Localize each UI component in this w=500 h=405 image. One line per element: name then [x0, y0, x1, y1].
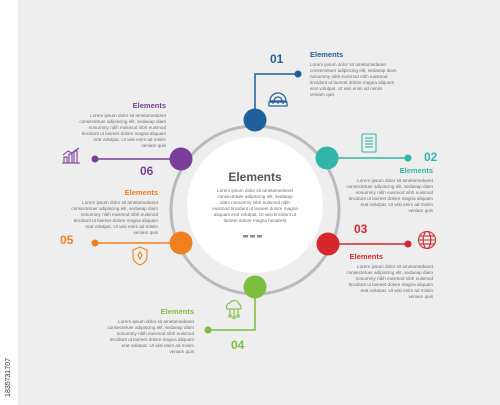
step-title-03: Elements	[349, 252, 383, 261]
step-number-06: 06	[140, 164, 154, 178]
connector-01	[254, 73, 298, 120]
node-01	[243, 108, 267, 132]
end-dot-02	[404, 154, 412, 162]
step-number-04: 04	[231, 338, 245, 352]
end-dot-03	[404, 240, 412, 248]
step-body-02: Lorem ipsum dolor sit ametamedanet conse…	[346, 178, 433, 214]
step-number-02: 02	[424, 150, 438, 164]
end-dot-04	[204, 326, 212, 334]
step-number-01: 01	[270, 52, 284, 66]
node-04	[243, 275, 267, 299]
step-body-01: Lorem ipsum dolor sit ametamedanet conse…	[310, 62, 397, 98]
center-disc	[187, 137, 323, 273]
node-06	[169, 147, 193, 171]
step-title-06: Elements	[132, 101, 166, 110]
center-title: Elements	[228, 170, 282, 184]
center-body: Lorem ipsum dolor sit ametamedanet conse…	[212, 188, 298, 224]
step-number-05: 05	[60, 233, 74, 247]
node-05	[169, 231, 193, 255]
end-dot-05	[91, 239, 99, 247]
node-02	[315, 146, 339, 170]
end-dot-01	[294, 70, 302, 78]
end-dot-06	[91, 155, 99, 163]
stock-id: 1835731707	[5, 358, 12, 397]
ruler-protractor-icon	[268, 92, 288, 107]
step-number-03: 03	[354, 222, 368, 236]
document-list-icon	[361, 133, 377, 153]
step-title-04-05: Elements	[124, 188, 158, 197]
step-title-02: Elements	[399, 166, 433, 175]
globe-icon	[417, 230, 437, 250]
step-body-03: Lorem ipsum dolor sit ametamedanet conse…	[346, 264, 433, 300]
shield-icon	[132, 246, 148, 266]
connector-04	[208, 287, 256, 331]
step-body-05: Lorem ipsum dolor sit ametamedanet conse…	[71, 200, 158, 236]
step-title-04: Elements	[160, 307, 194, 316]
center-dashes	[243, 235, 262, 238]
stock-strip: 1835731707	[0, 0, 18, 405]
bar-chart-icon	[62, 147, 80, 164]
step-body-04: Lorem ipsum dolor sit ametamedanet conse…	[107, 319, 194, 355]
connectors	[95, 73, 408, 331]
cloud-network-icon	[225, 300, 242, 320]
step-body-06: Lorem ipsum dolor sit ametamedanet conse…	[79, 113, 166, 149]
step-title-01: Elements	[310, 50, 344, 59]
node-03	[316, 232, 340, 256]
